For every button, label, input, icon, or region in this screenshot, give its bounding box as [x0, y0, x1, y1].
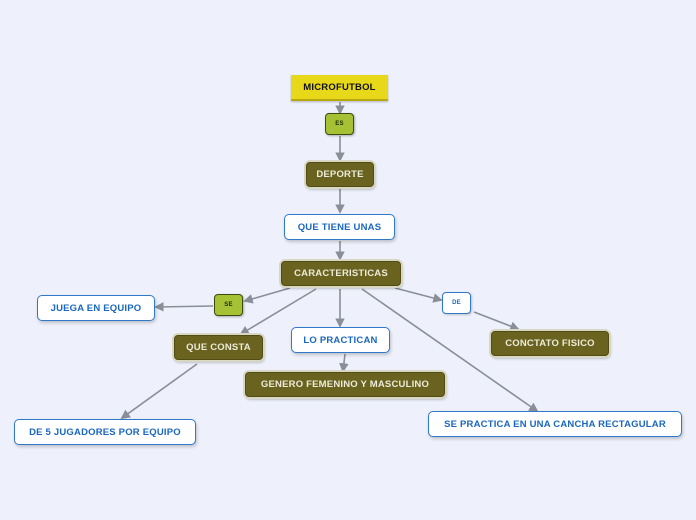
node-caracteristicas[interactable]: CARACTERISTICAS [281, 261, 401, 286]
node-juega-en-equipo[interactable]: JUEGA EN EQUIPO [37, 295, 155, 321]
node-label: MICROFUTBOL [303, 81, 376, 93]
connector-label-de[interactable]: DE [442, 292, 471, 314]
connector-se-juega-en-equipo [154, 302, 214, 312]
node-genero[interactable]: GENERO FEMENINO Y MASCULINO [245, 372, 445, 397]
node-lo-practican[interactable]: LO PRACTICAN [291, 327, 390, 353]
node-label: CONCTATO FISICO [505, 338, 595, 349]
connector-label-se[interactable]: SE [214, 294, 243, 316]
node-de-5-jugadores[interactable]: DE 5 JUGADORES POR EQUIPO [14, 419, 196, 445]
node-conctato-fisico[interactable]: CONCTATO FISICO [491, 331, 609, 356]
connector-caracteristicas-que-consta [239, 288, 317, 335]
node-label: QUE CONSTA [186, 342, 251, 353]
connector-de-conctato-fisico [473, 311, 520, 331]
connector-que-consta-jugadores [120, 363, 198, 420]
connector-caracteristicas-se [243, 287, 291, 304]
node-label: GENERO FEMENINO Y MASCULINO [260, 379, 430, 390]
node-cancha-rectangular[interactable]: SE PRACTICA EN UNA CANCHA RECTAGULAR [428, 411, 682, 437]
node-label: DE 5 JUGADORES POR EQUIPO [29, 426, 181, 438]
node-label: LO PRACTICAN [303, 334, 378, 346]
node-label: DEPORTE [316, 169, 364, 180]
node-label: JUEGA EN EQUIPO [50, 302, 142, 314]
connector-caracteristicas-cancha [361, 288, 539, 413]
node-microfutbol[interactable]: MICROFUTBOL [291, 75, 388, 101]
connector-label-es[interactable]: ES [325, 113, 354, 135]
node-deporte[interactable]: DEPORTE [306, 162, 374, 187]
node-label: ES [335, 121, 344, 127]
connector-caracteristicas-de [394, 287, 443, 303]
node-label: SE PRACTICA EN UNA CANCHA RECTAGULAR [444, 418, 666, 430]
node-label: SE [224, 302, 233, 308]
node-que-tiene-unas[interactable]: QUE TIENE UNAS [284, 214, 395, 240]
connector-lo-practican-genero [339, 353, 349, 373]
node-que-consta[interactable]: QUE CONSTA [174, 335, 263, 360]
node-label: QUE TIENE UNAS [297, 221, 382, 233]
node-label: CARACTERISTICAS [294, 268, 388, 279]
node-label: DE [452, 300, 461, 306]
